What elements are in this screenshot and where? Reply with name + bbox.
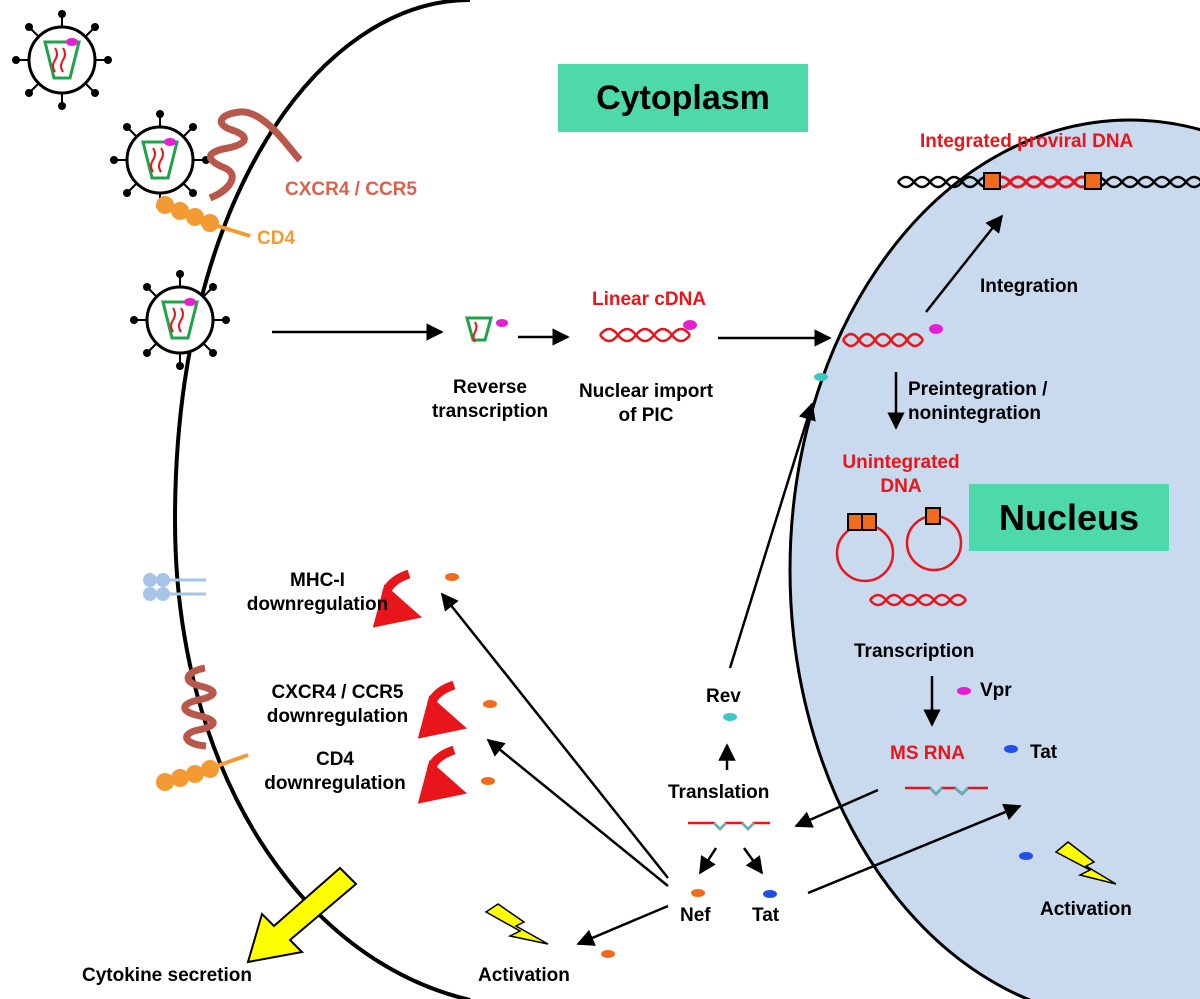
linear-cdna-label: Linear cDNA [592, 289, 707, 310]
cell-membrane [172, 0, 471, 999]
hiv-virion-binding [108, 108, 212, 212]
nucleus-label-box: Nucleus [969, 484, 1169, 551]
tat-protein-cytoplasm [763, 890, 777, 898]
mhc-i-molecule [143, 573, 170, 601]
cytoplasm-label: Cytoplasm [596, 78, 770, 117]
unintegrated-dna-label: Unintegrated DNA [842, 452, 960, 497]
nucleus [788, 118, 1200, 999]
vpr-label: Vpr [980, 680, 1012, 701]
nef-label: Nef [680, 905, 711, 926]
lightning-icon-cytoplasm [484, 903, 549, 945]
tat-label-cytoplasm: Tat [752, 905, 780, 926]
cxcr4-ccr5-label: CXCR4 / CCR5 [285, 179, 417, 200]
nef-protein [691, 889, 705, 897]
tat-label-nucleus: Tat [1030, 742, 1058, 763]
integrated-proviral-dna-label: Integrated proviral DNA [920, 131, 1134, 152]
vpr-protein [957, 687, 971, 695]
integrated-proviral-dna [897, 172, 1200, 190]
cd4-receptor [156, 196, 219, 232]
hiv-virion-free [10, 8, 114, 112]
cytokine-secretion-label: Cytokine secretion [82, 965, 252, 986]
transcription-label: Transcription [854, 641, 975, 662]
mrna-cytoplasm [688, 821, 770, 831]
nuclear-import-label: Nuclear import of PIC [578, 381, 714, 426]
activation-label-cytoplasm: Activation [478, 965, 570, 986]
lightning-icon-nucleus [1054, 841, 1117, 885]
rev-label: Rev [706, 686, 741, 707]
cxcr4-downregulation-label: CXCR4 / CCR5 downregulation [266, 682, 409, 727]
cd4-receptor-down [156, 760, 219, 791]
cxcr4-ccr5-receptor-down [181, 664, 217, 750]
ms-rna-label: MS RNA [890, 743, 965, 764]
capsid-core [465, 316, 493, 342]
hiv-virion-fusing [128, 268, 232, 372]
cd4-downregulation-label: CD4 downregulation [264, 749, 406, 794]
cxcr4-ccr5-receptor [206, 108, 303, 202]
mhc-downregulation-label: MHC-I downregulation [246, 570, 389, 615]
translation-label: Translation [668, 782, 770, 803]
linear-cdna-helix [599, 327, 691, 343]
integration-label: Integration [980, 276, 1079, 297]
cytoplasm-label-box: Cytoplasm [558, 64, 808, 132]
nucleus-label: Nucleus [998, 496, 1140, 538]
tat-protein-nucleus [1004, 745, 1018, 753]
activation-label-nucleus: Activation [1040, 899, 1132, 920]
cd4-label: CD4 [257, 228, 296, 249]
rev-protein [723, 713, 737, 721]
cytokine-arrow [246, 866, 358, 964]
curved-arrow-cxcr4 [432, 685, 455, 725]
preintegration-label: Preintegration / nonintegration [908, 379, 1048, 424]
curved-arrow-cd4 [432, 750, 455, 790]
reverse-transcription-label: Reverse transcription [431, 377, 549, 422]
